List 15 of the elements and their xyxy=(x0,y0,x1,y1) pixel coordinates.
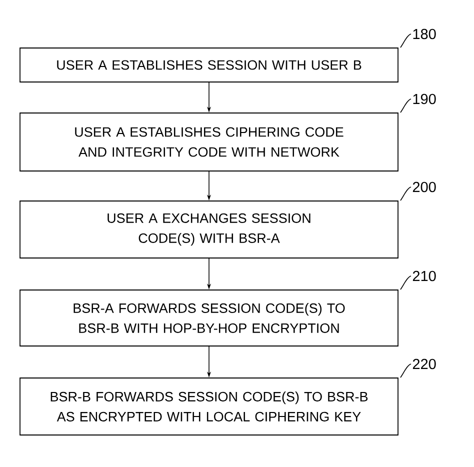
reference-number: 190 xyxy=(413,94,436,104)
process-box: BSR-A FORWARDS SESSION CODE(S) TO BSR-B WITH HOP-BY-HOP ENCRYPTION xyxy=(20,290,398,346)
leader-line xyxy=(400,364,412,378)
process-box: USER A EXCHANGES SESSION CODE(S) WITH BSR-A xyxy=(20,200,398,258)
process-box: USER A ESTABLISHES SESSION WITH USER B xyxy=(20,48,398,82)
reference-number: 210 xyxy=(412,270,436,282)
leader-line xyxy=(400,276,412,290)
leader-line xyxy=(400,34,412,48)
leader-line xyxy=(400,186,412,201)
leader-line xyxy=(400,98,412,113)
process-box: USER A ESTABLISHES CIPHERING CODE AND INTEGRITY CODE WITH NETWORK xyxy=(20,112,398,172)
reference-number: 200 xyxy=(412,182,436,192)
reference-number: 220 xyxy=(412,358,436,370)
reference-number: 180 xyxy=(413,28,436,40)
process-box: BSR-B FORWARDS SESSION CODE(S) TO BSR-B AS ENCRYPTED WITH LOCAL CIPHERING KEY xyxy=(20,378,398,436)
